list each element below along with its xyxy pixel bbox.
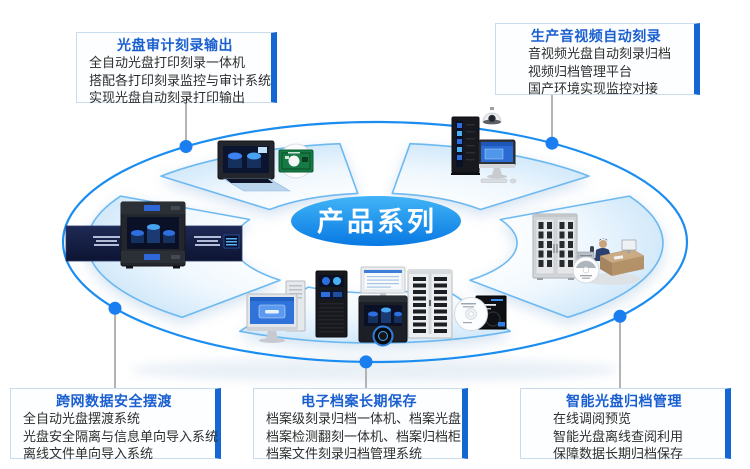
- callout-line: 离线文件单向导入系统: [23, 446, 154, 461]
- callout-line: 音视频光盘自动刻录归档: [528, 46, 672, 61]
- orbit-dots: [108, 136, 627, 369]
- center-ellipse: [291, 196, 461, 246]
- callout-line: 搭配各打印刻录监控与审计系统: [89, 72, 272, 88]
- callout-line: 国产环境实现监控对接: [528, 81, 659, 96]
- callout-line: 档案检测翻刻一体机、档案归档柜: [266, 428, 462, 444]
- orbit-dot: [545, 136, 559, 150]
- workstation-tower-publisher-cabinet-cd-icon: [246, 266, 507, 347]
- callout-line: 智能光盘离线查阅利用: [553, 428, 684, 444]
- callout-disc-audit-output: 光盘审计刻录输出 全自动光盘打印刻录一体机 搭配各打印刻录监控与审计系统 实现光…: [76, 32, 277, 105]
- callout-title: 智能光盘归档管理: [566, 393, 682, 409]
- callout-line: 在线调阅预览: [553, 411, 632, 426]
- ring-ground-shadow: [130, 358, 620, 382]
- callout-line: 全自动光盘打印刻录一体机: [89, 55, 246, 70]
- callout-title: 光盘审计刻录输出: [117, 37, 233, 53]
- callout-line: 光盘安全隔离与信息单向导入系统: [23, 428, 219, 444]
- callout-av-auto-recording: 生产音视频自动刻录 音视频光盘自动刻录归档 视频归档管理平台 国产环境实现监控对…: [495, 23, 700, 96]
- server-tower-camera-monitor-icon: [451, 107, 517, 184]
- disc-publisher-with-banner-icon: [65, 201, 243, 269]
- callout-title: 跨网数据安全摆渡: [56, 393, 172, 409]
- orbit-dot: [359, 355, 373, 369]
- callout-line: 档案级刻录归档一体机、档案光盘: [266, 411, 462, 426]
- orbit-dot: [108, 301, 122, 315]
- callout-e-archive-preservation: 电子档案长期保存 档案级刻录归档一体机、档案光盘 档案检测翻刻一体机、档案归档柜…: [253, 388, 468, 461]
- outer-orbit-line: [61, 120, 689, 364]
- orbit-dot: [613, 309, 627, 323]
- callout-smart-disc-archive-mgmt: 智能光盘归档管理 在线调阅预览 智能光盘离线查阅利用 保障数据长期归档保存: [520, 388, 731, 461]
- callout-title: 生产音视频自动刻录: [530, 28, 662, 44]
- disc-duplicator-and-green-card-cd-icon: [217, 140, 314, 192]
- callout-line: 视频归档管理平台: [528, 63, 633, 79]
- orbit-dot: [179, 140, 193, 153]
- callout-title: 电子档案长期保存: [301, 393, 417, 409]
- archive-cabinet-and-operator-desk-icon: [532, 213, 645, 285]
- callout-line: 档案文件刻录归档管理系统: [266, 446, 423, 461]
- callout-line: 实现光盘自动刻录打印输出: [89, 90, 246, 105]
- callout-line: 全自动光盘摆渡系统: [23, 411, 141, 426]
- callout-line: 保障数据长期归档保存: [553, 446, 684, 461]
- center-title: 产品系列: [317, 207, 437, 237]
- callout-cross-network-transfer: 跨网数据安全摆渡 全自动光盘摆渡系统 光盘安全隔离与信息单向导入系统 离线文件单…: [10, 388, 221, 461]
